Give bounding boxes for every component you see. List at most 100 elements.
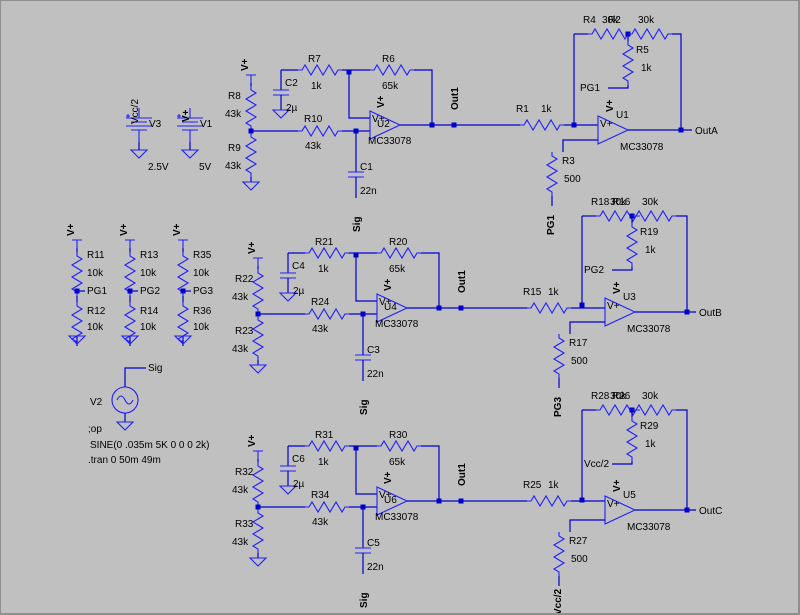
net-label: Out1 — [457, 463, 468, 486]
junction-dot — [429, 122, 435, 128]
ground-symbol — [173, 335, 193, 345]
opamp-model: MC33078 — [627, 324, 671, 335]
junction-dot — [678, 127, 684, 133]
capacitor-value: 22n — [367, 369, 384, 380]
resistor-symbol — [545, 152, 559, 196]
ground-symbol — [278, 292, 298, 302]
window-edge-bottom — [0, 613, 800, 615]
v1-flag-label: V+ — [181, 109, 192, 122]
resistor-value: 43k — [312, 517, 329, 528]
resistor-value: 500 — [564, 174, 581, 185]
resistor-ref: R30 — [389, 430, 408, 441]
opamp-pin-label: V+ — [379, 490, 392, 501]
net-label: PG3 — [553, 397, 564, 417]
resistor-value: 500 — [571, 356, 588, 367]
resistor-ref: R28 — [591, 391, 610, 402]
opamp-supply-label: V+ — [612, 479, 623, 492]
opamp-symbol — [604, 495, 637, 525]
net-label: PG1 — [87, 286, 107, 297]
opamp-model: MC33078 — [368, 136, 412, 147]
resistor-value: 30k — [642, 197, 659, 208]
resistor-symbol — [298, 124, 342, 138]
resistor-symbol — [621, 41, 635, 85]
opamp-supply-label: V+ — [383, 278, 394, 291]
wire — [124, 367, 146, 387]
opamp-ref: U2 — [377, 119, 390, 130]
resistor-symbol — [70, 302, 84, 346]
resistor-ref: R2 — [608, 15, 621, 26]
resistor-symbol — [123, 302, 137, 346]
resistor-symbol — [520, 118, 564, 132]
power-flag-label: V+ — [247, 434, 258, 447]
net-label: Sig — [148, 363, 162, 374]
ground-symbol — [180, 149, 200, 159]
resistor-ref: R8 — [228, 91, 241, 102]
spice-directive: ;op — [88, 424, 102, 435]
wire — [414, 69, 433, 125]
opamp-supply-label: V+ — [383, 471, 394, 484]
resistor-ref: R35 — [193, 250, 212, 261]
wire — [421, 252, 440, 308]
resistor-value: 43k — [225, 109, 242, 120]
resistor-ref: R33 — [235, 519, 254, 530]
resistor-symbol — [298, 63, 342, 77]
v3-label: V3 — [149, 119, 162, 130]
net-label: PG1 — [546, 215, 557, 235]
resistor-ref: R25 — [523, 480, 542, 491]
resistor-symbol — [305, 307, 349, 321]
resistor-symbol — [625, 223, 639, 267]
wire — [569, 321, 605, 334]
resistor-value: 43k — [232, 537, 249, 548]
resistor-ref: R13 — [140, 250, 159, 261]
v1-value-label: 5V — [199, 162, 212, 173]
capacitor-ref: C6 — [292, 454, 305, 465]
resistor-value: 30k — [610, 391, 627, 402]
wire — [676, 215, 688, 312]
resistor-ref: R23 — [235, 326, 254, 337]
ground-symbol — [120, 335, 140, 345]
junction-dot — [436, 498, 442, 504]
resistor-symbol — [377, 246, 421, 260]
resistor-ref: R32 — [235, 467, 254, 478]
resistor-value: 30k — [642, 391, 659, 402]
junction-dot — [684, 507, 690, 513]
resistor-ref: R22 — [235, 274, 254, 285]
opamp-pin-label: V+ — [372, 114, 385, 125]
resistor-ref: R31 — [315, 430, 334, 441]
resistor-value: 30k — [638, 15, 655, 26]
power-flag-symbol — [253, 257, 263, 266]
capacitor-symbol — [273, 89, 289, 96]
wire — [672, 33, 682, 130]
net-label: Sig — [352, 216, 363, 232]
wire — [608, 85, 629, 89]
battery-symbol — [126, 108, 152, 142]
resistor-symbol — [244, 86, 258, 130]
amplifier-stage-1: V+R843kR943kC22µR71kR665kR1043kV+U2MC330… — [225, 15, 718, 235]
opamp-supply-label: V+ — [376, 95, 387, 108]
opamp-ref: U6 — [384, 495, 397, 506]
resistor-value: 1k — [318, 457, 330, 468]
opamp-supply-label: V+ — [612, 281, 623, 294]
resistor-ref: R10 — [304, 114, 323, 125]
resistor-value: 1k — [548, 480, 560, 491]
resistor-symbol — [628, 27, 672, 41]
ground-symbol — [271, 109, 291, 119]
wire — [569, 519, 605, 532]
resistor-value: 1k — [641, 63, 653, 74]
capacitor-symbol — [280, 465, 296, 472]
resistor-value: 43k — [232, 344, 249, 355]
resistor-ref: R34 — [311, 490, 330, 501]
opamp-symbol — [597, 115, 630, 145]
resistor-value: 65k — [389, 264, 406, 275]
capacitor-ref: C3 — [367, 345, 380, 356]
ground-symbol — [241, 181, 261, 191]
resistor-value: 1k — [645, 245, 657, 256]
power-flag-label: V+ — [247, 241, 258, 254]
power-flag-label: V+ — [172, 223, 183, 236]
resistor-symbol — [251, 316, 265, 360]
resistor-ref: R20 — [389, 237, 408, 248]
power-flag-label: V+ — [240, 58, 251, 71]
resistor-ref: R26 — [612, 391, 631, 402]
